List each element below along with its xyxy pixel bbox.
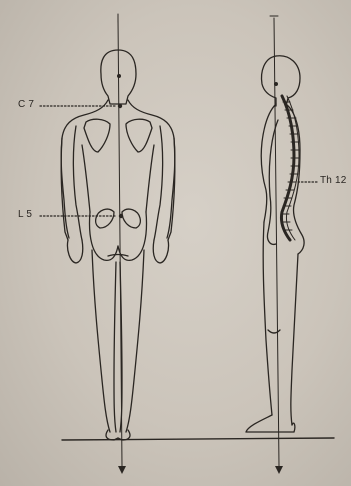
- c7-marker: [118, 104, 122, 108]
- back-view-plumb-line: [118, 18, 122, 466]
- l5-marker: [119, 214, 123, 218]
- back-view-figure: [61, 50, 175, 440]
- side-view-plumb-weight: [275, 466, 283, 474]
- ground-line: [62, 438, 334, 440]
- back-view-head-marker: [117, 74, 121, 78]
- back-view-plumb-weight: [118, 466, 126, 474]
- c7-label: C 7: [18, 99, 34, 110]
- plumb-lines: [118, 14, 279, 466]
- th12-label: Th 12: [320, 175, 347, 186]
- side-view-head-marker: [274, 82, 278, 86]
- l5-label: L 5: [18, 209, 32, 220]
